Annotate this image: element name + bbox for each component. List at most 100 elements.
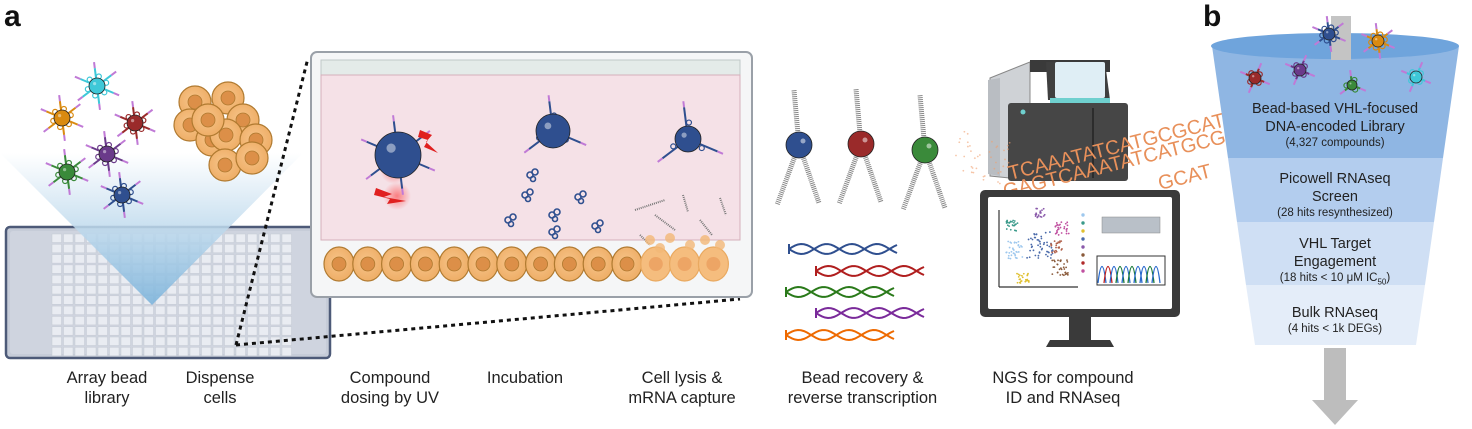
recovered-bead [777, 90, 819, 205]
tsne-point [1048, 252, 1050, 254]
tsne-point [1018, 251, 1020, 253]
tsne-point [1057, 272, 1059, 274]
tsne-point [1040, 236, 1042, 238]
bead [675, 126, 701, 152]
tsne-point [1011, 251, 1013, 253]
cell-nucleus [221, 91, 235, 105]
tsne-point [1066, 233, 1068, 235]
tsne-point [1008, 225, 1010, 227]
bead [127, 115, 143, 131]
tsne-point [1022, 277, 1024, 279]
dna-helix [816, 266, 924, 276]
cell-nucleus [534, 257, 548, 271]
bead [1347, 80, 1357, 90]
step-label-compound-dosing: Compound dosing by UV [325, 368, 455, 408]
tsne-point [1015, 230, 1017, 232]
tsne-point [1061, 232, 1063, 234]
tsne-point [1023, 273, 1025, 275]
tsne-point [1019, 278, 1021, 280]
bead [1410, 71, 1422, 83]
tsne-point [1013, 252, 1015, 254]
tsne-point [1049, 231, 1051, 233]
cell-nucleus [390, 257, 404, 271]
funnel-stage-1-text: Bead-based VHL-focused DNA-encoded Libra… [1230, 100, 1440, 151]
tsne-point [1048, 246, 1050, 248]
tsne-point [1063, 228, 1065, 230]
picowell-box [311, 52, 752, 297]
tsne-point [1019, 274, 1021, 276]
bead [536, 114, 570, 148]
cell-nucleus [245, 151, 259, 165]
tsne-point [1039, 246, 1041, 248]
cell-nucleus [218, 158, 232, 172]
tsne-point [1016, 251, 1018, 253]
cell-nucleus [361, 257, 375, 271]
tsne-point [1011, 254, 1013, 256]
legend-dot [1081, 213, 1084, 216]
funnel-stage-3-detail: (18 hits < 10 μM IC50) [1245, 271, 1425, 289]
tsne-point [1058, 234, 1060, 236]
cell-nucleus [562, 257, 576, 271]
tsne-point [1065, 223, 1067, 225]
tsne-point [1010, 242, 1012, 244]
tsne-point [1063, 263, 1065, 265]
tsne-point [1014, 241, 1016, 243]
tsne-point [1043, 215, 1045, 217]
cell-nucleus [505, 257, 519, 271]
tsne-point [1033, 249, 1035, 251]
tsne-point [1065, 266, 1067, 268]
step-label-bead-recovery: Bead recovery & reverse transcription [775, 368, 950, 408]
legend-dot [1081, 229, 1084, 232]
funnel-stage-1-detail: (4,327 compounds) [1230, 136, 1440, 151]
tsne-point [1051, 260, 1053, 262]
tsne-point [1051, 251, 1053, 253]
tsne-point [1006, 222, 1008, 224]
dna-helix [816, 308, 924, 318]
funnel-stage-4-detail: (4 hits < 1k DEGs) [1255, 322, 1415, 337]
tsne-point [1028, 239, 1030, 241]
step-label-incubation: Incubation [470, 368, 580, 388]
tsne-point [1060, 227, 1062, 229]
tsne-point [1021, 280, 1023, 282]
tsne-point [1056, 263, 1058, 265]
recovered-bead [839, 89, 881, 204]
tsne-point [1036, 208, 1038, 210]
tsne-point [1066, 259, 1068, 261]
dna-encoded-bead [75, 62, 119, 110]
sequence-read-3: GCAT [1156, 160, 1214, 194]
tsne-point [1039, 252, 1041, 254]
tsne-point [1054, 240, 1056, 242]
cell-nucleus [620, 257, 634, 271]
tsne-point [1016, 242, 1018, 244]
dna-encoded-bead [41, 95, 83, 141]
tsne-point [1045, 254, 1047, 256]
funnel-stage-4-text: Bulk RNAseq (4 hits < 1k DEGs) [1255, 304, 1415, 337]
tsne-point [1016, 273, 1018, 275]
tsne-point [1019, 282, 1021, 284]
funnel-stage-2-text: Picowell RNAseq Screen (28 hits resynthe… [1240, 170, 1430, 221]
cell-debris [685, 240, 695, 250]
tsne-point [1041, 209, 1043, 211]
tsne-point [1017, 282, 1019, 284]
bead [848, 131, 874, 157]
tsne-point [1047, 256, 1049, 258]
tsne-point [1012, 247, 1014, 249]
tsne-point [1059, 242, 1061, 244]
tsne-point [1041, 238, 1043, 240]
bead [912, 137, 938, 163]
cell-nucleus [418, 257, 432, 271]
bead [89, 78, 105, 94]
tsne-point [1013, 222, 1015, 224]
tsne-point [1058, 247, 1060, 249]
cell-nucleus [649, 257, 663, 271]
tsne-point [1067, 274, 1069, 276]
cell-debris [715, 240, 725, 250]
tsne-point [1037, 216, 1039, 218]
tsne-point [1039, 240, 1041, 242]
tsne-point [1060, 249, 1062, 251]
funnel-stage-1-title: Bead-based VHL-focused DNA-encoded Libra… [1230, 100, 1440, 136]
tsne-point [1013, 225, 1015, 227]
tsne-point [1050, 257, 1052, 259]
tsne-point [1059, 274, 1061, 276]
bead [1249, 72, 1261, 84]
